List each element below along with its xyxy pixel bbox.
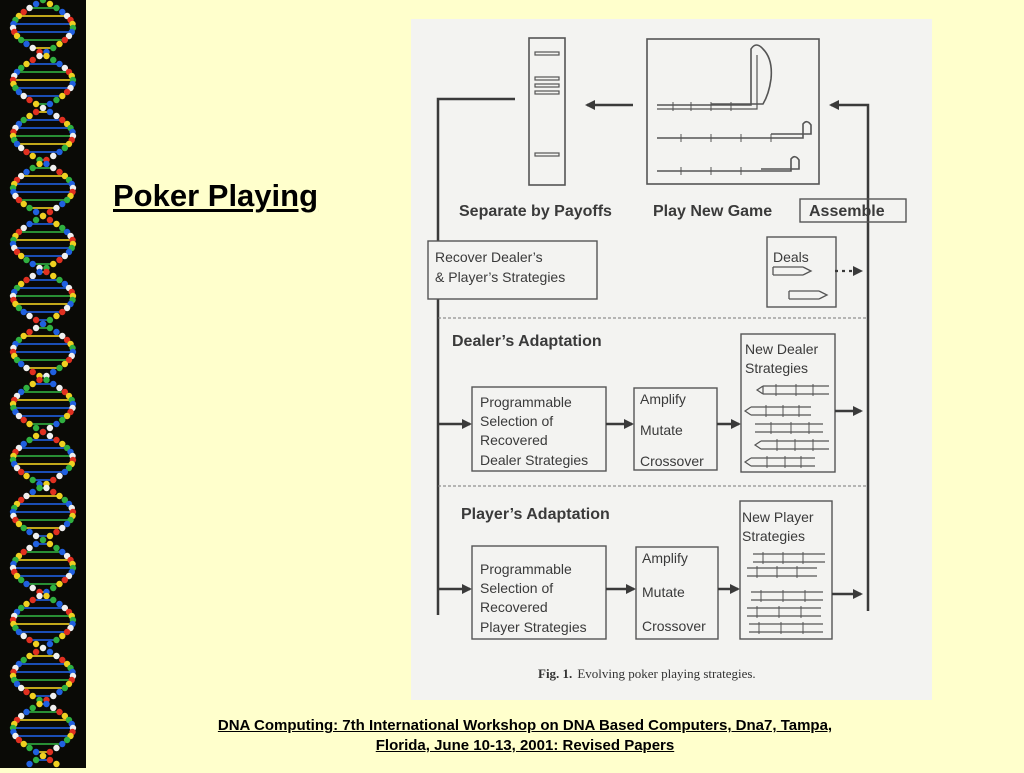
player-crossover: Crossover (642, 618, 706, 634)
flow-diagram: Separate by Payoffs Play New Game Assemb… (427, 37, 907, 681)
citation: DNA Computing: 7th International Worksho… (120, 716, 930, 756)
caption-text: Evolving poker playing strategies. (577, 666, 755, 681)
deals-box (766, 236, 837, 308)
dealer-prog-1: Programmable (480, 394, 572, 410)
slide-title: Poker Playing (113, 178, 319, 213)
recover-label-1: Recover Dealer’s (435, 249, 543, 265)
player-prog-4: Player Strategies (480, 619, 587, 635)
flow-diagram-figure: Separate by Payoffs Play New Game Assemb… (411, 19, 932, 700)
new-dealer-label-1: New Dealer (745, 341, 818, 357)
separate-label: Separate by Payoffs (459, 203, 612, 220)
dealer-prog-2: Selection of (480, 413, 553, 429)
citation-line-1: DNA Computing: 7th International Worksho… (217, 717, 833, 734)
arrow-feedback-to-play (829, 100, 870, 611)
player-section-title: Player’s Adaptation (461, 506, 610, 523)
dealer-prog-3: Recovered (480, 432, 548, 448)
left-feedback-line (436, 97, 515, 615)
player-prog-1: Programmable (480, 561, 572, 577)
dealer-section-title: Dealer’s Adaptation (452, 333, 602, 350)
player-strand-icons (747, 552, 825, 634)
new-dealer-label-2: Strategies (745, 360, 808, 376)
dna-helix-decoration (0, 0, 86, 768)
citation-line-2: Florida, June 10-13, 2001: Revised Paper… (375, 737, 675, 754)
caption-prefix: Fig. 1. (538, 666, 572, 681)
player-mutate: Mutate (642, 584, 685, 600)
dealer-amplify-box (633, 387, 718, 471)
new-player-strategies-box (739, 500, 833, 640)
gel-electrophoresis-icon (528, 37, 566, 186)
player-amplify-box (635, 546, 719, 640)
player-prog-2: Selection of (480, 580, 553, 596)
assemble-label: Assemble (809, 203, 885, 220)
player-selection-box (471, 545, 607, 640)
player-amplify: Amplify (642, 550, 688, 566)
dealer-strand-icons (743, 384, 829, 468)
dealer-prog-4: Dealer Strategies (480, 452, 588, 468)
dna-hairpin-game-icon (646, 38, 820, 185)
dealer-amplify: Amplify (640, 391, 686, 407)
dealer-selection-box (471, 386, 607, 472)
new-player-label-2: Strategies (742, 528, 805, 544)
figure-caption: Fig. 1. Evolving poker playing strategies… (538, 666, 756, 681)
dealer-mutate: Mutate (640, 422, 683, 438)
dealer-crossover: Crossover (640, 453, 704, 469)
recover-label-2: & Player’s Strategies (435, 269, 565, 285)
player-prog-3: Recovered (480, 599, 548, 615)
new-player-label-1: New Player (742, 509, 814, 525)
play-label: Play New Game (653, 203, 772, 220)
new-dealer-strategies-box (740, 333, 836, 473)
dna-helix-image (9, 0, 77, 768)
assemble-box (799, 198, 907, 223)
recover-box (427, 240, 598, 300)
deals-label: Deals (773, 249, 809, 265)
